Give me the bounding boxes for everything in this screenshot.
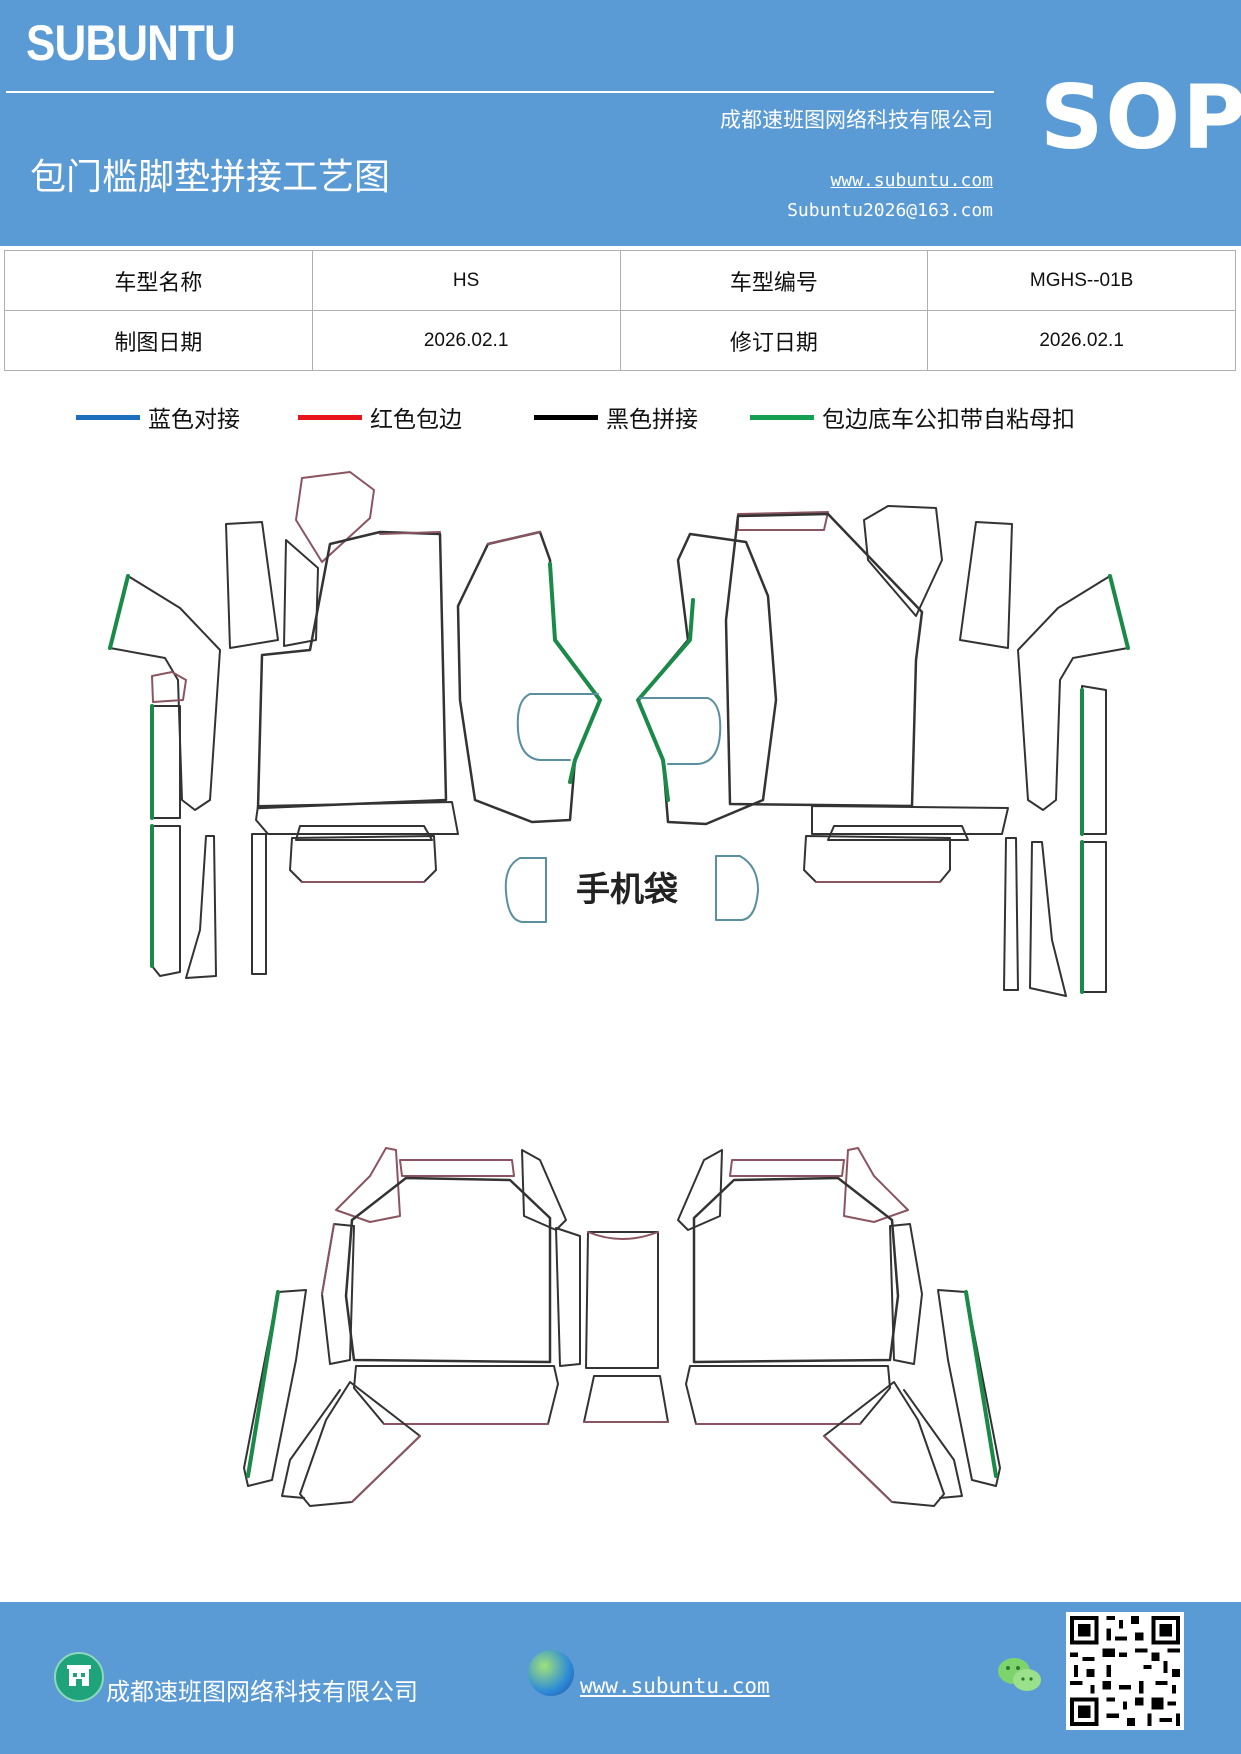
revise-date-label: 修订日期	[619, 310, 929, 371]
building-icon	[54, 1652, 104, 1702]
table-row: 制图日期 2026.02.1 修订日期 2026.02.1	[4, 310, 1236, 371]
page-title: 包门槛脚垫拼接工艺图	[30, 157, 391, 198]
legend-label: 包边底车公扣带自粘母扣	[822, 407, 1075, 433]
phone-pocket-left	[504, 857, 547, 923]
model-code-value: MGHS--01B	[927, 250, 1236, 311]
revise-date-value: 2026.02.1	[927, 310, 1236, 371]
draw-date-label: 制图日期	[4, 310, 313, 371]
email-address: Subuntu2026@163.com	[787, 200, 993, 221]
floor-mat-diagram	[108, 471, 1130, 1507]
website-link[interactable]: www.subuntu.com	[830, 170, 993, 191]
legend-swatch-black	[534, 414, 598, 420]
company-name: 成都速班图网络科技有限公司	[720, 108, 993, 132]
wechat-icon[interactable]	[996, 1654, 1044, 1696]
draw-date-value: 2026.02.1	[311, 310, 621, 371]
rear-mat-right	[677, 1147, 1001, 1507]
legend-label: 蓝色对接	[148, 407, 240, 433]
phone-pocket-right	[715, 855, 759, 921]
legend-item-black: 黑色拼接	[534, 400, 698, 434]
brand-logo: SUBUNTU	[26, 15, 236, 71]
footer-company-name: 成都速班图网络科技有限公司	[106, 1678, 418, 1706]
sop-label: SOP	[1040, 66, 1241, 169]
legend-item-blue: 蓝色对接	[76, 400, 240, 434]
model-name-value: HS	[311, 250, 621, 311]
legend-swatch-red	[298, 414, 362, 420]
legend-item-green: 包边底车公扣带自粘母扣	[750, 400, 1075, 434]
rear-mat-left	[243, 1147, 581, 1507]
footer-website-link[interactable]: www.subuntu.com	[580, 1674, 770, 1698]
legend-swatch-blue	[76, 414, 140, 420]
legend-label: 黑色拼接	[606, 407, 698, 433]
header: SUBUNTU SOP 成都速班图网络科技有限公司 包门槛脚垫拼接工艺图 www…	[0, 0, 1241, 246]
legend-item-red: 红色包边	[298, 400, 462, 434]
header-divider	[6, 91, 994, 93]
legend-swatch-green	[750, 414, 814, 420]
table-row: 车型名称 HS 车型编号 MGHS--01B	[4, 250, 1236, 311]
globe-icon	[528, 1650, 574, 1696]
left-front-mat	[108, 471, 602, 979]
model-name-label: 车型名称	[4, 250, 313, 311]
footer: 成都速班图网络科技有限公司 www.subuntu.com	[0, 1602, 1241, 1754]
model-code-label: 车型编号	[619, 250, 929, 311]
legend-label: 红色包边	[370, 407, 462, 433]
legend: 蓝色对接 红色包边 黑色拼接 包边底车公扣带自粘母扣	[0, 400, 1241, 440]
phone-pocket-label: 手机袋	[576, 870, 678, 910]
qr-code	[1066, 1612, 1184, 1730]
rear-mat-center	[583, 1231, 669, 1423]
right-front-mat[interactable]	[636, 505, 1130, 997]
info-table: 车型名称 HS 车型编号 MGHS--01B 制图日期 2026.02.1 修订…	[4, 250, 1236, 371]
